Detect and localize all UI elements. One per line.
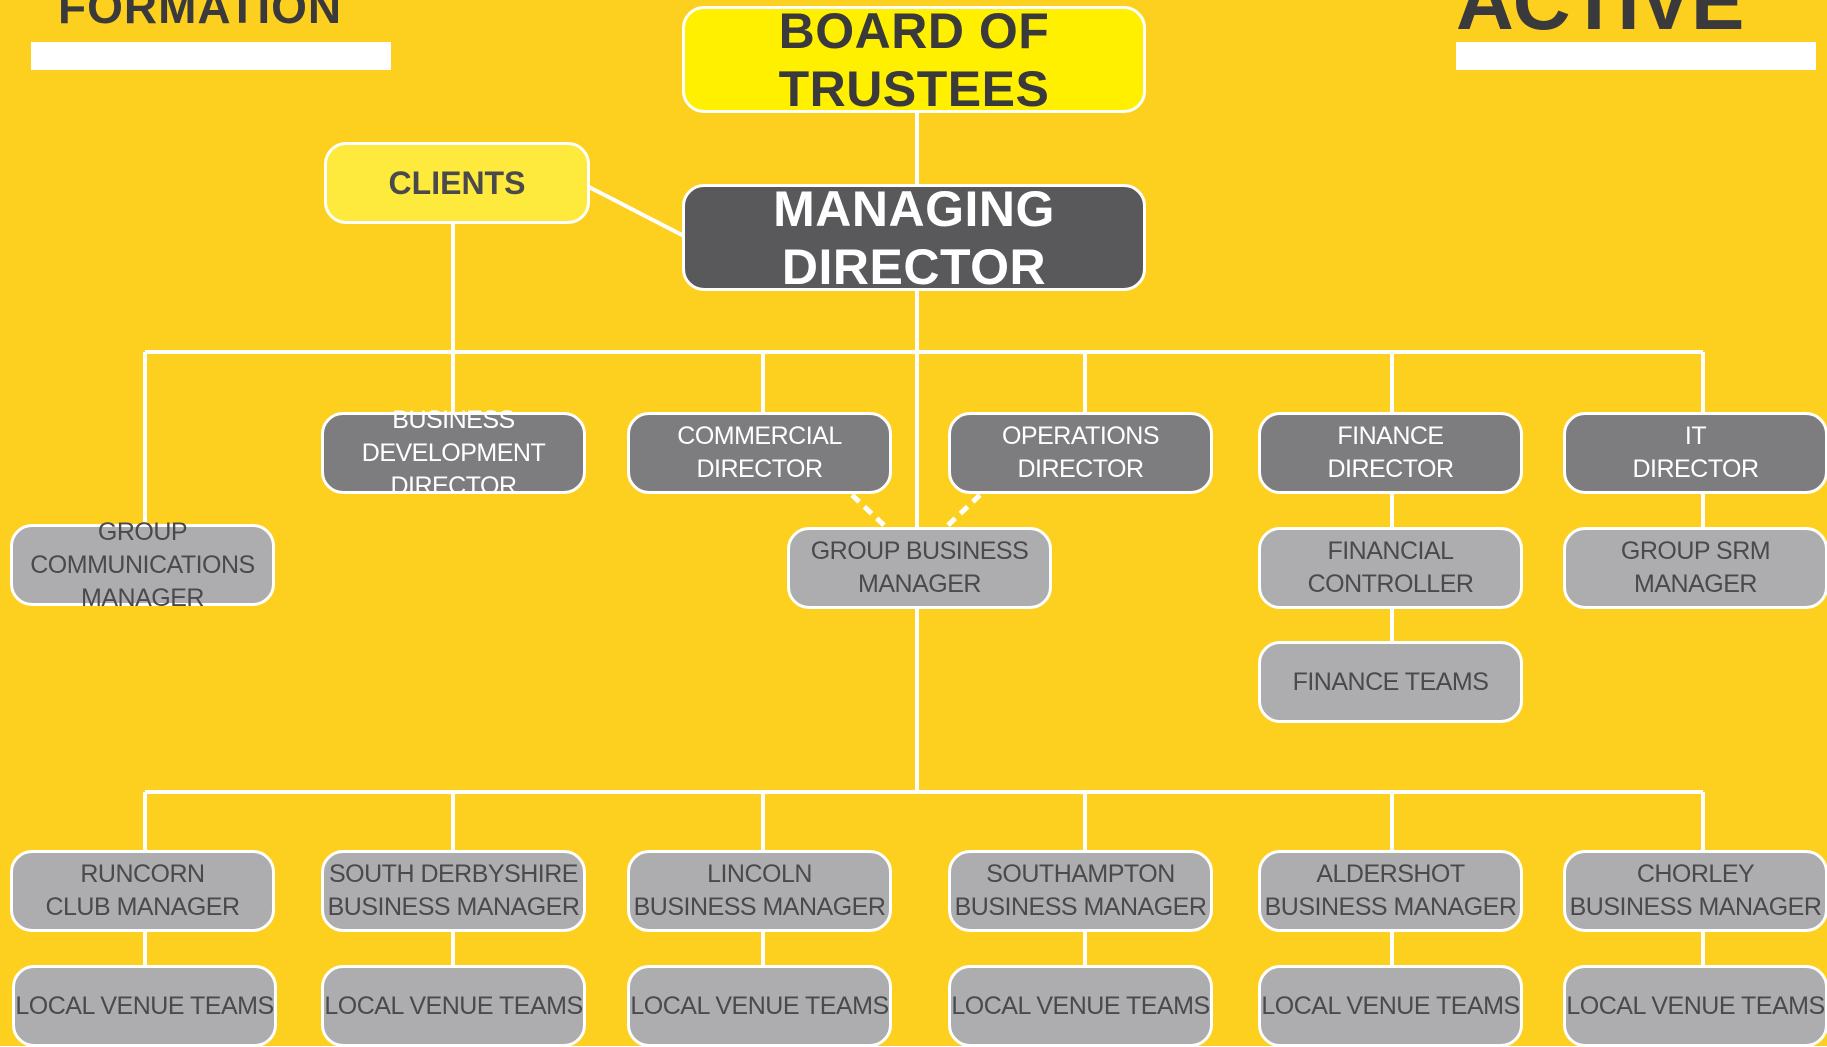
director-label: OPERATIONS DIRECTOR xyxy=(1001,422,1160,483)
group-communications-manager-box: GROUP COMMUNICATIONS MANAGER xyxy=(10,518,275,612)
clients-label: CLIENTS xyxy=(388,164,526,201)
dashed-connector-line xyxy=(943,493,982,530)
local-venue-teams-label: LOCAL VENUE TEAMS xyxy=(951,991,1210,1020)
venue-manager-box: RUNCORN CLUB MANAGER xyxy=(10,850,275,932)
right-logo-underline xyxy=(1456,42,1816,70)
local-venue-teams-label: LOCAL VENUE TEAMS xyxy=(1566,991,1825,1020)
venue-manager-box: CHORLEY BUSINESS MANAGER xyxy=(1563,850,1827,932)
local-venue-teams-label: LOCAL VENUE TEAMS xyxy=(324,991,583,1020)
local-venue-teams-box: LOCAL VENUE TEAMS xyxy=(627,965,892,1047)
group-business-manager-box: GROUP BUSINESS MANAGER xyxy=(787,527,1052,609)
local-venue-teams-box: LOCAL VENUE TEAMS xyxy=(948,965,1213,1047)
active-logo: ACTIVE xyxy=(1456,0,1744,46)
venue-manager-label: LINCOLN BUSINESS MANAGER xyxy=(633,860,886,921)
venue-manager-box: ALDERSHOT BUSINESS MANAGER xyxy=(1258,850,1523,932)
venue-manager-label: CHORLEY BUSINESS MANAGER xyxy=(1569,860,1822,921)
it-director-box: IT DIRECTOR xyxy=(1563,412,1827,494)
finance-teams-box: FINANCE TEAMS xyxy=(1258,641,1523,723)
board-of-trustees-box: BOARD OF TRUSTEES xyxy=(682,3,1146,117)
formation-title: FORMATION xyxy=(58,0,343,33)
director-label: IT DIRECTOR xyxy=(1632,422,1759,483)
venue-manager-box: SOUTH DERBYSHIRE BUSINESS MANAGER xyxy=(321,850,586,932)
director-label: COMMERCIAL DIRECTOR xyxy=(677,422,842,483)
left-title-underline xyxy=(31,42,391,70)
local-venue-teams-box: LOCAL VENUE TEAMS xyxy=(1563,965,1827,1047)
local-venue-teams-label: LOCAL VENUE TEAMS xyxy=(1261,991,1520,1020)
connector-line xyxy=(588,185,685,238)
manager-label: GROUP COMMUNICATIONS MANAGER xyxy=(30,517,255,612)
local-venue-teams-label: LOCAL VENUE TEAMS xyxy=(15,991,274,1020)
finance-director-box: FINANCE DIRECTOR xyxy=(1258,412,1523,494)
manager-label: FINANCIAL CONTROLLER xyxy=(1307,537,1474,598)
dashed-connector-line xyxy=(850,493,889,530)
financial-controller-box: FINANCIAL CONTROLLER xyxy=(1258,527,1523,609)
venue-manager-label: RUNCORN CLUB MANAGER xyxy=(45,860,240,921)
local-venue-teams-box: LOCAL VENUE TEAMS xyxy=(321,965,586,1047)
managing-director-label: MANAGING DIRECTOR xyxy=(773,180,1055,295)
manager-label: GROUP SRM MANAGER xyxy=(1620,537,1771,598)
venue-manager-label: ALDERSHOT BUSINESS MANAGER xyxy=(1264,860,1517,921)
business-development-director-box: BUSINESS DEVELOPMENT DIRECTOR xyxy=(321,406,586,500)
local-venue-teams-label: LOCAL VENUE TEAMS xyxy=(630,991,889,1020)
local-venue-teams-box: LOCAL VENUE TEAMS xyxy=(12,965,277,1047)
venue-manager-box: SOUTHAMPTON BUSINESS MANAGER xyxy=(948,850,1213,932)
group-srm-manager-box: GROUP SRM MANAGER xyxy=(1563,527,1827,609)
director-label: BUSINESS DEVELOPMENT DIRECTOR xyxy=(361,405,546,500)
board-of-trustees-label: BOARD OF TRUSTEES xyxy=(778,2,1050,117)
manager-label: GROUP BUSINESS MANAGER xyxy=(810,537,1029,598)
finance-teams-label: FINANCE TEAMS xyxy=(1292,667,1489,696)
venue-manager-label: SOUTHAMPTON BUSINESS MANAGER xyxy=(954,860,1207,921)
managing-director-box: MANAGING DIRECTOR xyxy=(682,181,1146,295)
venue-manager-box: LINCOLN BUSINESS MANAGER xyxy=(627,850,892,932)
clients-box: CLIENTS xyxy=(324,142,590,224)
local-venue-teams-box: LOCAL VENUE TEAMS xyxy=(1258,965,1523,1047)
director-label: FINANCE DIRECTOR xyxy=(1327,422,1454,483)
commercial-director-box: COMMERCIAL DIRECTOR xyxy=(627,412,892,494)
operations-director-box: OPERATIONS DIRECTOR xyxy=(948,412,1213,494)
venue-manager-label: SOUTH DERBYSHIRE BUSINESS MANAGER xyxy=(327,860,580,921)
